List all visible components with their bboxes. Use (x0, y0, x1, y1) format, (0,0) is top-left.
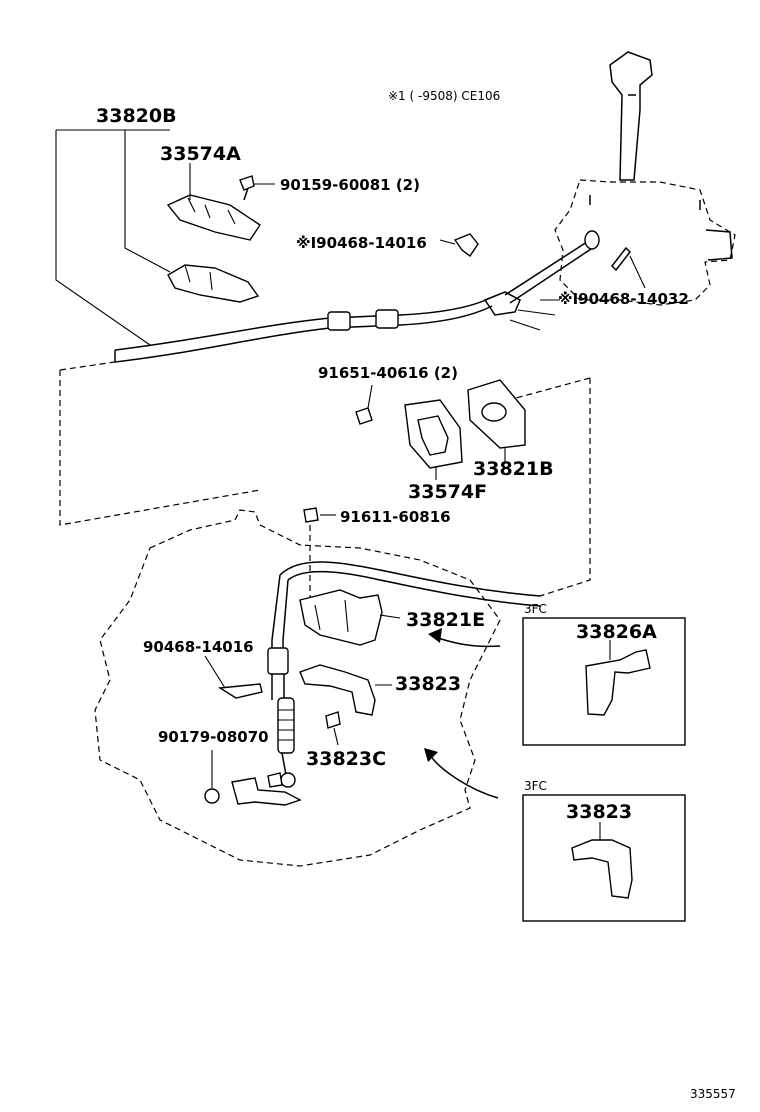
label-91651: 91651-40616 (2) (318, 364, 458, 382)
plate-33821b (467, 379, 526, 462)
inset-1-part: 33826A (576, 621, 657, 643)
inset-1-tag: 3FC (524, 602, 547, 616)
label-90468-14032: ※I90468-14032 (558, 290, 689, 308)
transaxle-outline (94, 509, 501, 867)
inset-2-part: 33823 (566, 801, 632, 823)
bolt-33823c (325, 711, 341, 746)
label-90468-14016-upper: ※I90468-14016 (296, 234, 427, 252)
label-33821e: 33821E (406, 609, 485, 631)
label-33574a: 33574A (160, 143, 241, 165)
label-33821b: 33821B (473, 458, 554, 480)
note-text: ※1 ( -9508) CE106 (388, 89, 500, 103)
retainer-33574f (404, 399, 463, 480)
group-box-middle (59, 361, 591, 597)
inset-2-tag: 3FC (524, 779, 547, 793)
clip-90468-14032 (611, 246, 646, 289)
inset-box-2 (522, 794, 686, 922)
transmission-control-cable (114, 297, 493, 363)
label-90179: 90179-08070 (158, 728, 269, 746)
clip-90468-14016-upper (453, 233, 479, 258)
bracket-cable-retainer (167, 264, 260, 303)
label-33823c: 33823C (306, 748, 386, 770)
label-90468-14016-lower: 90468-14016 (143, 638, 254, 656)
bolt-91651 (355, 384, 373, 425)
bracket-33821e (299, 589, 401, 646)
shift-lever-assembly (554, 51, 736, 306)
label-33574f: 33574F (408, 481, 487, 503)
bolt-90159 (239, 175, 255, 201)
bracket-33574a (166, 194, 261, 241)
clip-90468-14016-lower (204, 655, 263, 699)
arrows (424, 628, 501, 799)
cable-lower (267, 561, 541, 788)
nut-90179 (204, 750, 220, 804)
label-91611: 91611-60816 (340, 508, 451, 526)
leader-lines-upper (55, 129, 560, 346)
bolt-91611 (303, 507, 336, 605)
transaxle-shift-lever (231, 777, 302, 806)
label-33820b: 33820B (96, 105, 177, 127)
label-33823: 33823 (395, 673, 461, 695)
inset-box-1 (522, 617, 686, 746)
footer-code: 335557 (690, 1087, 736, 1101)
cable-end-upper (483, 230, 600, 331)
bracket-33823 (299, 664, 392, 716)
label-90159: 90159-60081 (2) (280, 176, 420, 194)
